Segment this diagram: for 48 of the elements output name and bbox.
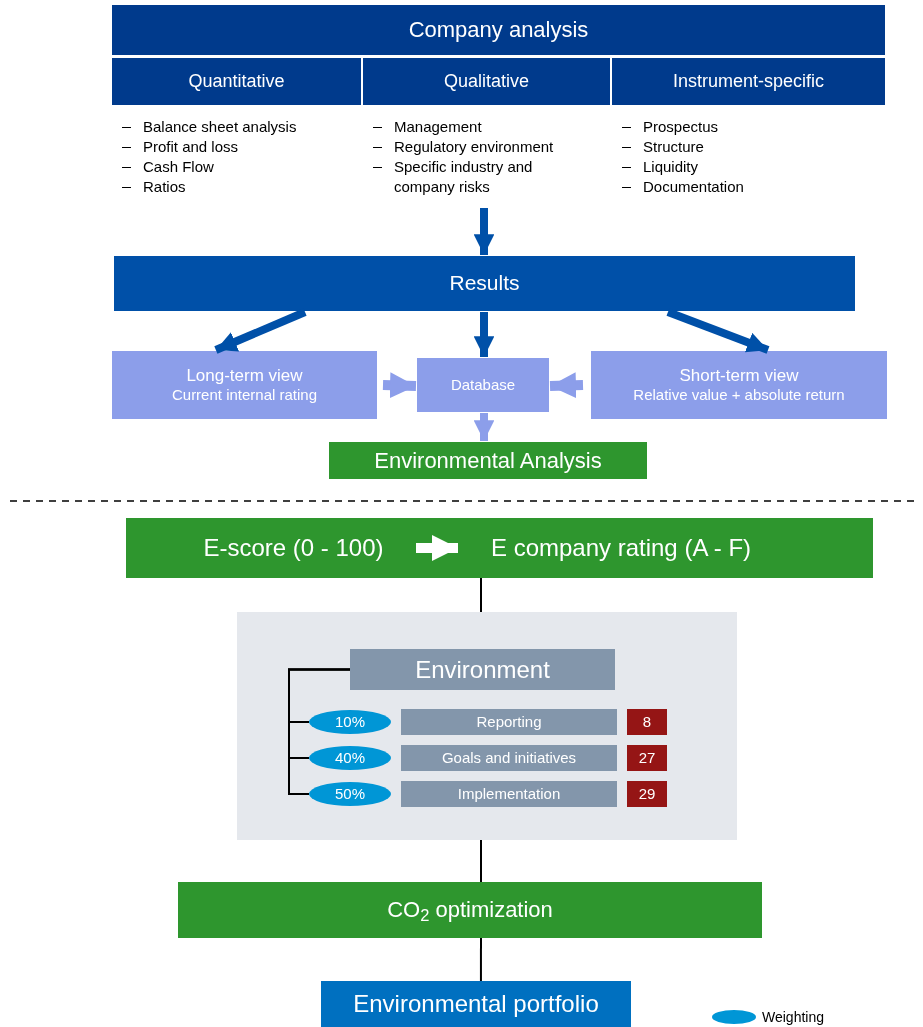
connector-line <box>288 668 351 795</box>
list-item: Balance sheet analysis <box>143 117 297 137</box>
arrow <box>416 535 458 561</box>
criterion-bar: Reporting <box>401 709 617 735</box>
panel-background <box>237 612 737 840</box>
view-box: Long-term view Current internal rating <box>112 351 377 419</box>
score-box: 8 <box>627 709 667 735</box>
list-item: Cash Flow <box>143 157 214 177</box>
arrow <box>473 312 495 357</box>
category-box: Instrument-specific <box>612 58 885 105</box>
process-box <box>126 518 873 578</box>
category-box: Quantitative <box>112 58 361 105</box>
view-box: Short-term view Relative value + absolute return <box>591 351 887 419</box>
arrow <box>473 413 495 441</box>
category-box: Environment <box>350 649 615 690</box>
arrow <box>382 372 417 399</box>
score-box: 29 <box>627 781 667 807</box>
list-item: Prospectus <box>643 117 719 137</box>
criterion-bar: Implementation <box>401 781 617 807</box>
arrow <box>214 308 307 354</box>
score-text: E-score (0 - 100) <box>176 518 411 578</box>
connector-line <box>479 937 482 982</box>
criterion-bar: Goals and initiatives <box>401 745 617 771</box>
connector-line <box>480 839 482 883</box>
arrow <box>549 372 584 399</box>
header-box: Company analysis <box>112 5 885 55</box>
legend-label: Weighting <box>762 1009 824 1025</box>
portfolio-box: Environmental portfolio <box>321 981 631 1027</box>
list-item: Structure <box>643 137 704 157</box>
weighting-ellipse: 10% <box>309 710 391 734</box>
process-box: Environmental Analysis <box>329 442 647 479</box>
list-item: Profit and loss <box>143 137 239 157</box>
list-item: Regulatory environment <box>394 137 554 157</box>
weighting-ellipse: 50% <box>309 782 391 806</box>
list-item: Ratios <box>143 177 186 197</box>
weighting-ellipse: 40% <box>309 746 391 770</box>
database-box: Database <box>417 358 549 412</box>
process-box: CO$_{2}$ optimization <box>178 882 762 938</box>
list-item: Documentation <box>643 177 744 197</box>
connector-line <box>479 577 482 613</box>
arrow <box>666 308 770 354</box>
list-item: Specific industry and company risks <box>394 157 534 197</box>
results-box: Results <box>114 256 855 311</box>
list-item: Management <box>394 117 482 137</box>
list-item: Liquidity <box>643 157 699 177</box>
category-box: Qualitative <box>363 58 610 105</box>
score-box: 27 <box>627 745 667 771</box>
score-text: E company rating (A - F) <box>461 518 781 578</box>
